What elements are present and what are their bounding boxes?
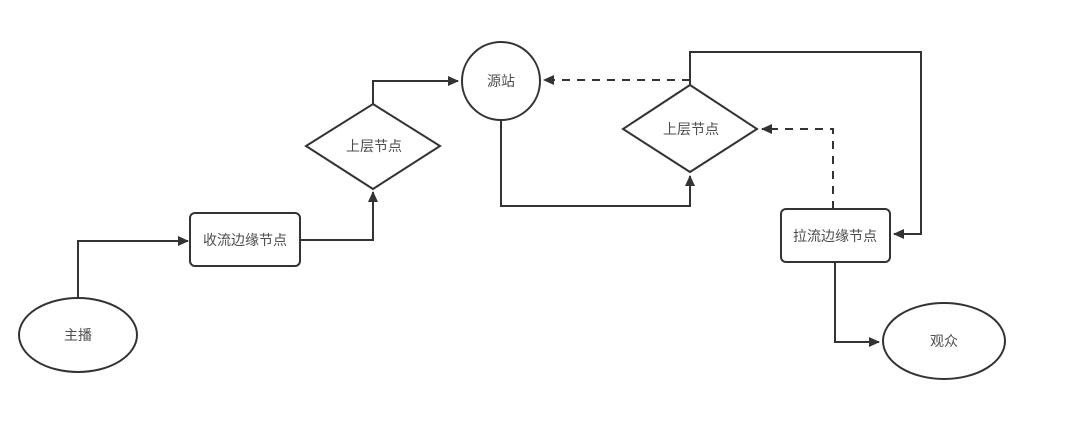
edge-pull-to-viewer	[834, 262, 880, 347]
edge-upper-left-to-origin	[372, 76, 459, 104]
edge-upper-right-to-pull	[689, 51, 922, 239]
viewer-ellipse	[882, 302, 1006, 380]
upper-right-label: 上层节点	[663, 121, 719, 137]
node-viewer: 观众	[882, 302, 1006, 380]
pull-edge-rect	[780, 208, 891, 263]
origin-circle	[461, 41, 541, 121]
node-pull-edge: 拉流边缘节点	[780, 208, 891, 263]
upper-right-diamond	[621, 83, 759, 174]
upper-left-diamond	[304, 102, 442, 191]
streamer-label: 主播	[64, 327, 92, 343]
node-layer: 主播 收流边缘节点 上层节点 源站 上层节点 拉流边缘节点	[18, 41, 1006, 380]
edge-streamer-to-ingest	[77, 236, 189, 298]
node-upper-left: 上层节点	[304, 102, 442, 191]
node-ingest-edge: 收流边缘节点	[189, 212, 301, 267]
node-origin: 源站	[461, 41, 541, 121]
ingest-edge-rect	[189, 212, 301, 267]
streamer-ellipse	[18, 297, 138, 373]
upper-left-label: 上层节点	[346, 138, 402, 154]
origin-label: 源站	[487, 73, 515, 89]
edge-ingest-to-upper-left	[300, 191, 378, 241]
node-upper-right: 上层节点	[621, 83, 759, 174]
node-streamer: 主播	[18, 297, 138, 373]
edge-origin-to-upper-right	[500, 120, 695, 207]
viewer-label: 观众	[930, 333, 958, 349]
ingest-edge-label: 收流边缘节点	[203, 232, 287, 248]
edge-layer	[77, 51, 922, 347]
edge-pull-to-upper-right-dashed	[761, 124, 834, 209]
pull-edge-label: 拉流边缘节点	[793, 228, 877, 244]
